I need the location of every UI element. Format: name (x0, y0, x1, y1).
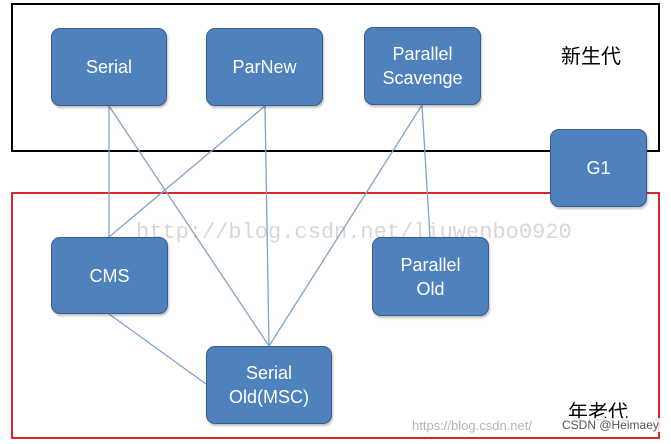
node-serial-old-label: Serial Old(MSC) (229, 363, 309, 407)
node-parallel-old: Parallel Old (372, 237, 489, 316)
node-parallel-old-label: Parallel Old (400, 254, 461, 299)
old-generation-region (11, 192, 660, 439)
watermark-bottom-url: https://blog.csdn.net/ (412, 418, 532, 433)
young-generation-label: 新生代 (561, 44, 621, 68)
edge-serial-serialold (108, 105, 270, 347)
edge-pscav-serialold (268, 104, 423, 347)
node-parnew-label: ParNew (232, 57, 297, 77)
node-parallel-scavenge: Parallel Scavenge (364, 27, 481, 105)
node-parallel-scavenge-label: Parallel Scavenge (382, 44, 463, 88)
node-serial-label: Serial (85, 57, 133, 77)
edge-pscav-parallelold (421, 104, 431, 238)
node-g1-label: G1 (586, 158, 611, 178)
node-serial-old: Serial Old(MSC) (206, 346, 332, 424)
watermark-credit: CSDN @Heimaey (560, 418, 661, 432)
node-cms: CMS (51, 237, 168, 314)
node-cms-label: CMS (89, 265, 130, 286)
node-g1: G1 (550, 129, 647, 207)
edge-parnew-cms (108, 105, 266, 238)
edge-cms-serialold (108, 313, 207, 385)
edge-parnew-serialold (264, 105, 270, 347)
node-serial: Serial (51, 28, 167, 106)
node-parnew: ParNew (206, 28, 323, 106)
young-generation-region (11, 3, 660, 152)
watermark-center: http://blog.csdn.net/liuwenbo0920 (136, 220, 572, 245)
